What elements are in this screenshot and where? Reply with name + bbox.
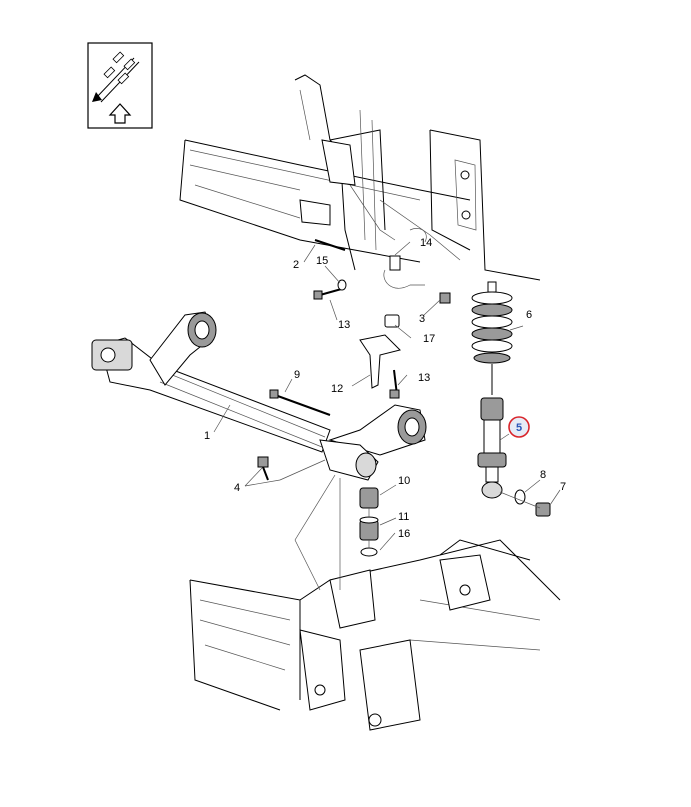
coil-spring <box>471 281 513 395</box>
shock-absorber <box>477 397 507 499</box>
callout-17: 17 <box>423 333 435 345</box>
callout-4: 4 <box>234 482 240 494</box>
bolts <box>257 239 451 481</box>
callout-2: 2 <box>293 259 299 271</box>
callout-1: 1 <box>204 430 210 442</box>
upper-right-bushing-bracket <box>319 404 427 481</box>
vehicle-front-orientation-icon <box>87 42 153 129</box>
callout-6: 6 <box>526 309 532 321</box>
callout-8: 8 <box>540 469 546 481</box>
upper-left-bushing-bracket <box>149 311 217 386</box>
callout-9: 9 <box>294 369 300 381</box>
leader-lines <box>213 241 561 591</box>
axle-tube <box>91 337 331 453</box>
callout-3: 3 <box>419 313 425 325</box>
jounce-bumper-stack <box>359 487 379 557</box>
vehicle-body-frame-upper <box>179 74 541 281</box>
callouts: 1 2 3 4 5 6 7 8 9 10 11 12 13 13 14 15 1… <box>204 237 566 540</box>
washer-and-nut <box>499 489 551 517</box>
callout-5: 5 <box>516 422 522 434</box>
callout-12: 12 <box>331 383 343 395</box>
vehicle-body-frame-lower <box>189 539 561 731</box>
callout-7: 7 <box>560 481 566 493</box>
callout-13-upper: 13 <box>338 319 350 331</box>
stabilizer-link-bracket <box>359 334 401 389</box>
callout-14: 14 <box>420 237 432 249</box>
callout-5-highlighted[interactable]: 5 <box>508 416 530 438</box>
callout-15: 15 <box>316 255 328 267</box>
callout-16: 16 <box>398 528 410 540</box>
callout-10: 10 <box>398 475 410 487</box>
callout-11: 11 <box>398 511 409 523</box>
callout-13-lower: 13 <box>418 372 430 384</box>
